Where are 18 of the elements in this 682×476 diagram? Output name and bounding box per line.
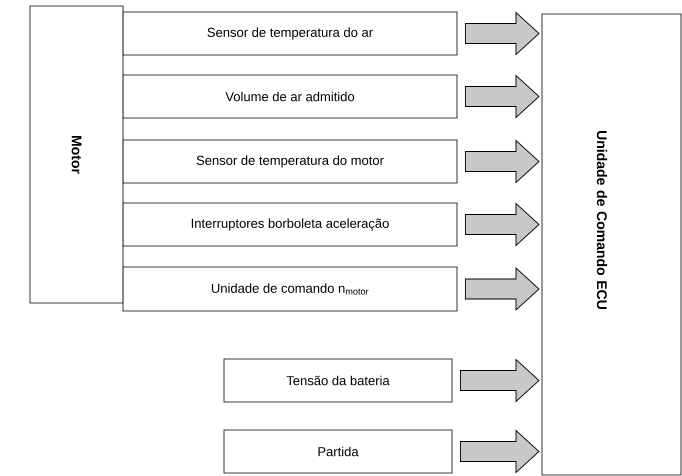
block-arrow — [464, 139, 540, 184]
signal-box: Volume de ar admitido — [122, 74, 458, 118]
motor-box — [30, 6, 124, 304]
signal-box: Sensor de temperatura do motor — [122, 140, 458, 184]
block-arrow — [464, 202, 540, 247]
block-arrow — [460, 429, 540, 474]
signal-box: Sensor de temperatura do ar — [122, 12, 458, 56]
block-arrow — [464, 74, 540, 119]
block-arrow — [460, 358, 540, 403]
block-arrow — [464, 11, 540, 56]
signal-box: Tensão da bateria — [224, 358, 452, 402]
signal-box: Partida — [224, 430, 452, 474]
rotated-label: Unidade de Comando ECU — [596, 131, 608, 309]
ecu-box — [542, 14, 682, 476]
block-arrow — [464, 266, 540, 312]
rotated-label: Motor — [72, 136, 82, 174]
signal-box: Unidade de comando n$_{motor}$ — [122, 266, 458, 312]
signal-box: Interruptores borboleta aceleração — [122, 202, 458, 246]
